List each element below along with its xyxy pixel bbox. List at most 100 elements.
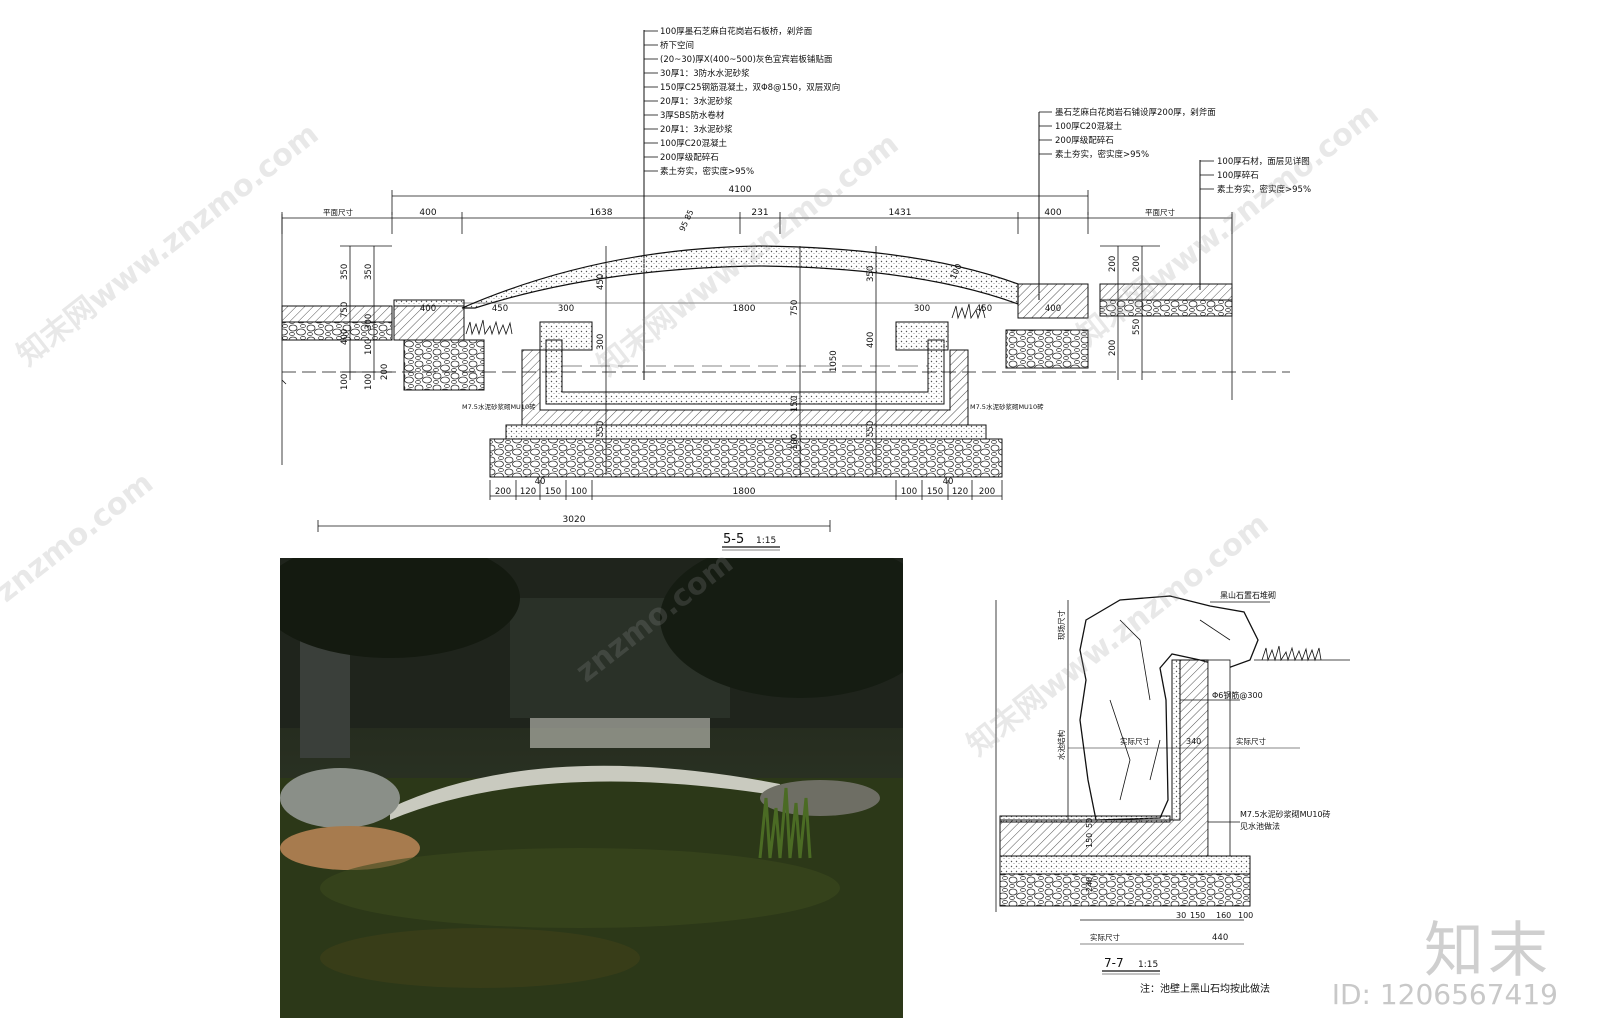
center-vdim-2: 1050: [829, 350, 839, 372]
right-v-550: 550: [866, 421, 876, 437]
vdim-left-4: 100: [364, 339, 374, 355]
note-left-2: (20~30)厚X(400~500)灰色宜宾岩板铺贴面: [660, 54, 833, 65]
note-left-10: 素土夯实，密实度>95%: [660, 166, 754, 177]
note-7-7-1: Φ6钢筋@300: [1212, 690, 1263, 700]
grass-left: [465, 319, 513, 336]
note-left-3: 30厚1：3防水水泥砂浆: [660, 68, 750, 79]
right-v-400: 400: [866, 332, 876, 348]
bottom-dim-7-7-3: 100: [1238, 911, 1253, 920]
pool-wall: [521, 349, 969, 426]
vdim-left-6: 100: [340, 374, 350, 390]
notes-left: 100厚墨石芝麻白花岗岩石板桥，剁斧面 桥下空间 (20~30)厚X(400~5…: [660, 26, 840, 177]
vdim-left-8: 200: [380, 364, 390, 380]
bridge-label: 95 85: [678, 208, 696, 233]
grass-7-7: [1261, 645, 1322, 662]
bridge-photo: [280, 558, 903, 1018]
section-5-5: 100厚墨石芝麻白花岗岩石板桥，剁斧面 桥下空间 (20~30)厚X(400~5…: [281, 26, 1311, 551]
vdim-7-7-0: 150: [1085, 833, 1094, 848]
center-vdim-1: 750: [790, 300, 800, 316]
note-left-8: 100厚C20混凝土: [660, 138, 727, 149]
wall-note-left: M7.5水泥砂浆砌MU10砖: [462, 402, 536, 411]
bottom-label-7-7: 实际尺寸: [1090, 932, 1120, 942]
inner-dim-5: 450: [976, 304, 992, 314]
vdim-left-1: 350: [364, 264, 374, 280]
vdim-right-2: 550: [1132, 319, 1142, 335]
bottom-dim-right-1: 150: [927, 487, 943, 497]
bottom-dim-left-1: 120: [520, 487, 536, 497]
dim-top-0: 400: [419, 208, 436, 218]
dim-top-3: 1431: [889, 208, 912, 218]
bottom-dim-left-3: 100: [571, 487, 587, 497]
bridge-photo-art: [280, 558, 903, 1018]
note-7-7-2: M7.5水泥砂浆砌MU10砖: [1240, 809, 1331, 819]
note-7-7-3: 见水池做法: [1240, 821, 1280, 831]
section-7-7-scale: 1:15: [1138, 960, 1158, 970]
note-right-1: 100厚碎石: [1217, 170, 1259, 181]
section-5-5-title: 5-5: [723, 532, 744, 547]
note-left-6: 3厚SBS防水卷材: [660, 110, 725, 121]
dim-top-2: 231: [751, 208, 768, 218]
dim-top-1: 1638: [590, 208, 613, 218]
vdim-7-7-1: 50: [1085, 818, 1094, 828]
pool-base-gravel: [489, 438, 1003, 478]
dim-top-4: 400: [1044, 208, 1061, 218]
abutment-left: [393, 305, 465, 341]
bottom-dim-right-3: 200: [979, 487, 995, 497]
vdim-left-7: 100: [364, 374, 374, 390]
center-vdim-5: 150: [790, 396, 800, 412]
paving-left: [281, 305, 393, 323]
footnote-7-7: 注：池壁上黑山石均按此做法: [1140, 982, 1270, 995]
bottom-dim-7-7-2: 160: [1216, 911, 1231, 920]
image-id: ID: 1206567419: [1331, 978, 1558, 1011]
note-7-7-0: 黑山石置石堆砌: [1220, 590, 1276, 600]
bottom-overall: 3020: [563, 515, 586, 525]
bottom-dim-right-2: 120: [952, 487, 968, 497]
abutment-right: [1017, 283, 1089, 319]
mid-label-7-7-1: 340: [1186, 737, 1201, 746]
gravel-7-7: [999, 873, 1251, 907]
vdim-7-7-2: 240: [1085, 877, 1094, 892]
paving-right: [1099, 283, 1233, 301]
bottom-width-7-7: 440: [1212, 933, 1228, 943]
note-left-4: 150厚C25钢筋混凝土，双Φ8@150，双层双向: [660, 82, 840, 93]
dim-overall: 4100: [729, 185, 752, 195]
bottom-dim-40-left: 40: [535, 477, 546, 487]
notes-mid: 墨石芝麻白花岗岩石铺设厚200厚，剁斧面 100厚C20混凝土 200厚级配碎石…: [1055, 107, 1216, 160]
inner-dim-6: 400: [1045, 304, 1061, 314]
grass-right: [951, 303, 986, 320]
vdim-right-1: 200: [1132, 256, 1142, 272]
brand-logo: 知末: [1424, 916, 1552, 986]
inner-dim-2: 300: [558, 304, 574, 314]
bottom-dim-left-2: 150: [545, 487, 561, 497]
right-v-350: 350: [866, 266, 876, 282]
vdim-right-0: 200: [1108, 256, 1118, 272]
bottom-dim-center: 1800: [733, 487, 756, 497]
section-5-5-scale: 1:15: [756, 536, 776, 546]
inner-dim-3: 1800: [733, 304, 756, 314]
section-7-7: 黑山石置石堆砌 Φ6钢筋@300 M7.5水泥砂浆砌MU10砖 见水池做法 现场…: [995, 590, 1350, 995]
vdim-left-3: 400: [340, 329, 350, 345]
bottom-dim-left-0: 200: [495, 487, 511, 497]
left-label-7-7-1: 水池结构: [1056, 730, 1066, 760]
notes-right: 100厚石材，面层见详图 100厚碎石 素土夯实，密实度>95%: [1217, 156, 1311, 195]
vdim-left-2: 750: [340, 302, 350, 318]
center-vdim-3: 300: [596, 334, 606, 350]
bottom-dim-right-0: 100: [901, 487, 917, 497]
left-label-7-7-0: 现场尺寸: [1056, 610, 1066, 640]
bottom-dim-7-7-0: 30: [1176, 911, 1186, 920]
wall-note-right: M7.5水泥砂浆砌MU10砖: [970, 402, 1044, 411]
note-left-9: 200厚级配碎石: [660, 152, 719, 163]
vdim-right-3: 200: [1108, 340, 1118, 356]
mid-label-7-7-0: 实际尺寸: [1120, 736, 1150, 746]
bottom-dim-7-7-1: 150: [1190, 911, 1205, 920]
note-left-0: 100厚墨石芝麻白花岗岩石板桥，剁斧面: [660, 26, 813, 37]
side-label-right: 平面尺寸: [1145, 207, 1175, 217]
section-7-7-title: 7-7: [1104, 956, 1124, 970]
note-mid-1: 100厚C20混凝土: [1055, 121, 1122, 132]
center-vdim-0: 450: [596, 274, 606, 290]
inner-dim-4: 300: [914, 304, 930, 314]
inner-dim-1: 450: [492, 304, 508, 314]
note-mid-2: 200厚级配碎石: [1055, 135, 1114, 146]
inner-dim-0: 400: [420, 304, 436, 314]
